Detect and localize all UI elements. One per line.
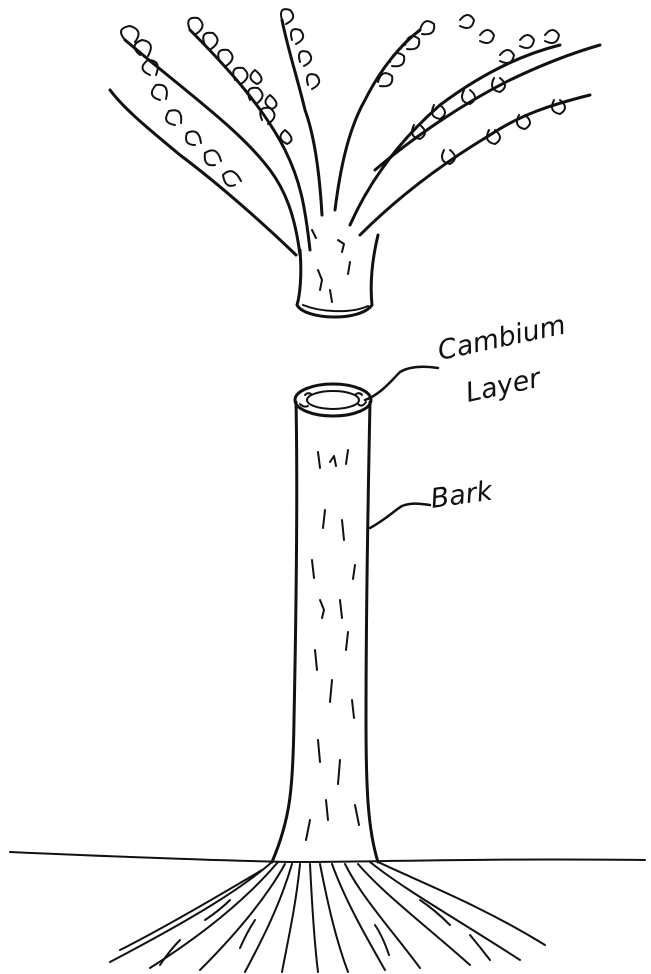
cambium-ring: [307, 391, 359, 409]
bark-texture: [306, 450, 359, 840]
bark-leader-line: [370, 504, 430, 528]
tree-crown: [110, 9, 600, 317]
cambium-leader-line: [365, 367, 438, 400]
tree-trunk: [272, 384, 378, 862]
bark-label: Bark: [429, 475, 496, 514]
cambium-label-line1: Cambium: [435, 310, 568, 367]
ground-line: [10, 852, 645, 862]
cambium-label-line2: Layer: [463, 362, 545, 408]
tree-roots: [110, 862, 545, 972]
